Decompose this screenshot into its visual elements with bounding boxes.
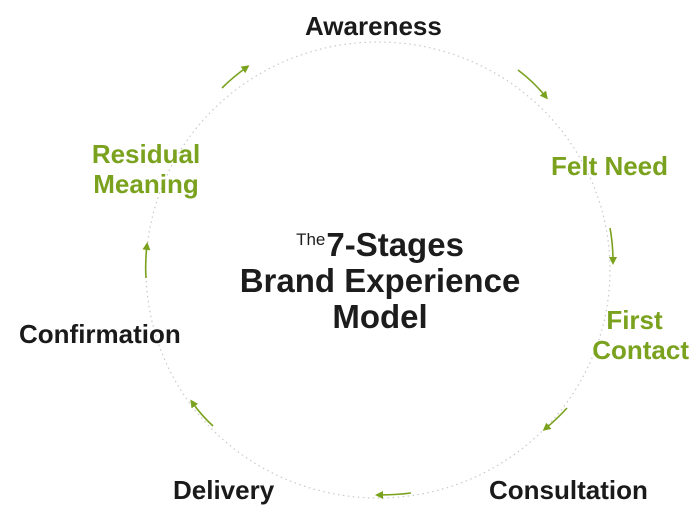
arrow-felt-need-to-first-contact [608,227,617,265]
stage-awareness: Awareness [305,11,442,41]
stage-residual-meaning-line-1: Residual [91,139,201,169]
stage-delivery: Delivery [173,475,275,505]
title-prefix: The [296,230,326,249]
stage-residual-meaning-line-2: Meaning [93,169,199,199]
stage-residual-meaning: Residual Meaning [84,139,208,199]
stage-confirmation: Confirmation [19,319,181,349]
title-line-1: The7-Stages [200,222,560,263]
stage-first-contact-line-2: Contact [592,335,689,365]
title-main: 7-Stages [326,226,464,263]
title-line-3: Model [332,298,428,335]
arrow-awareness-to-felt-need [517,69,548,100]
stage-consultation: Consultation [489,475,648,505]
stage-felt-need: Felt Need [551,151,669,181]
arrow-confirmation-to-residual-meaning [142,242,151,279]
arrow-consultation-to-delivery [375,490,412,499]
arrow-residual-meaning-to-awareness [221,65,250,89]
arrow-delivery-to-confirmation [190,399,214,427]
stage-first-contact: First Contact [574,305,689,365]
diagram-title: The7-Stages Brand Experience Model [200,222,560,335]
title-line-2: Brand Experience [239,262,521,299]
arrow-first-contact-to-consultation [542,407,568,431]
stage-first-contact-line-1: First [606,305,663,335]
